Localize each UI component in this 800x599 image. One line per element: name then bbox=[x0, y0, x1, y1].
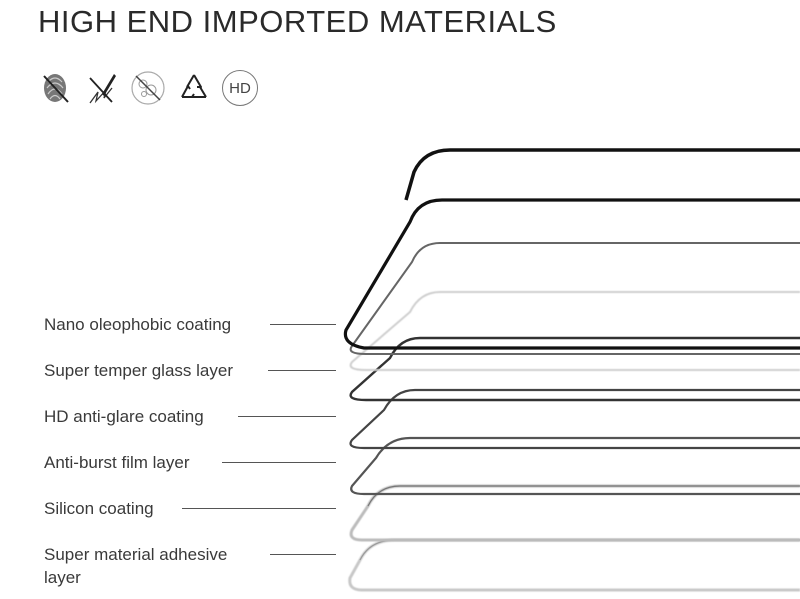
layer-outline-anti-glare bbox=[349, 388, 800, 450]
leader-line-5 bbox=[182, 508, 336, 509]
scratch-resistant-icon bbox=[84, 70, 120, 106]
layer-outline-anti-burst bbox=[350, 436, 800, 496]
layer-label-6-line2: layer bbox=[44, 568, 81, 587]
anti-bubble-icon bbox=[130, 70, 166, 106]
layer-label-4: Anti-burst film layer bbox=[44, 453, 190, 472]
layer-outline-temper-glass bbox=[349, 336, 800, 402]
hd-icon: HD bbox=[222, 70, 258, 106]
recycle-icon bbox=[176, 70, 212, 106]
layer-label-6: Super material adhesive bbox=[44, 545, 228, 564]
leader-line-2 bbox=[268, 370, 336, 371]
layer-outline-oleophobic bbox=[343, 198, 800, 350]
layer-label-3: HD anti-glare coating bbox=[44, 407, 204, 426]
layer-outline-adhesive bbox=[348, 538, 800, 592]
leader-line-6 bbox=[270, 554, 336, 555]
leader-line-4 bbox=[222, 462, 336, 463]
layer-label-1: Nano oleophobic coating bbox=[44, 315, 232, 334]
page-title: HIGH END IMPORTED MATERIALS bbox=[38, 4, 557, 39]
layer-label-5: Silicon coating bbox=[44, 499, 154, 518]
leader-line-3 bbox=[238, 416, 336, 417]
layer-label-2: Super temper glass layer bbox=[44, 361, 233, 380]
anti-fingerprint-icon bbox=[38, 70, 74, 106]
hd-icon-label: HD bbox=[222, 70, 258, 106]
leader-line-1 bbox=[270, 324, 336, 325]
